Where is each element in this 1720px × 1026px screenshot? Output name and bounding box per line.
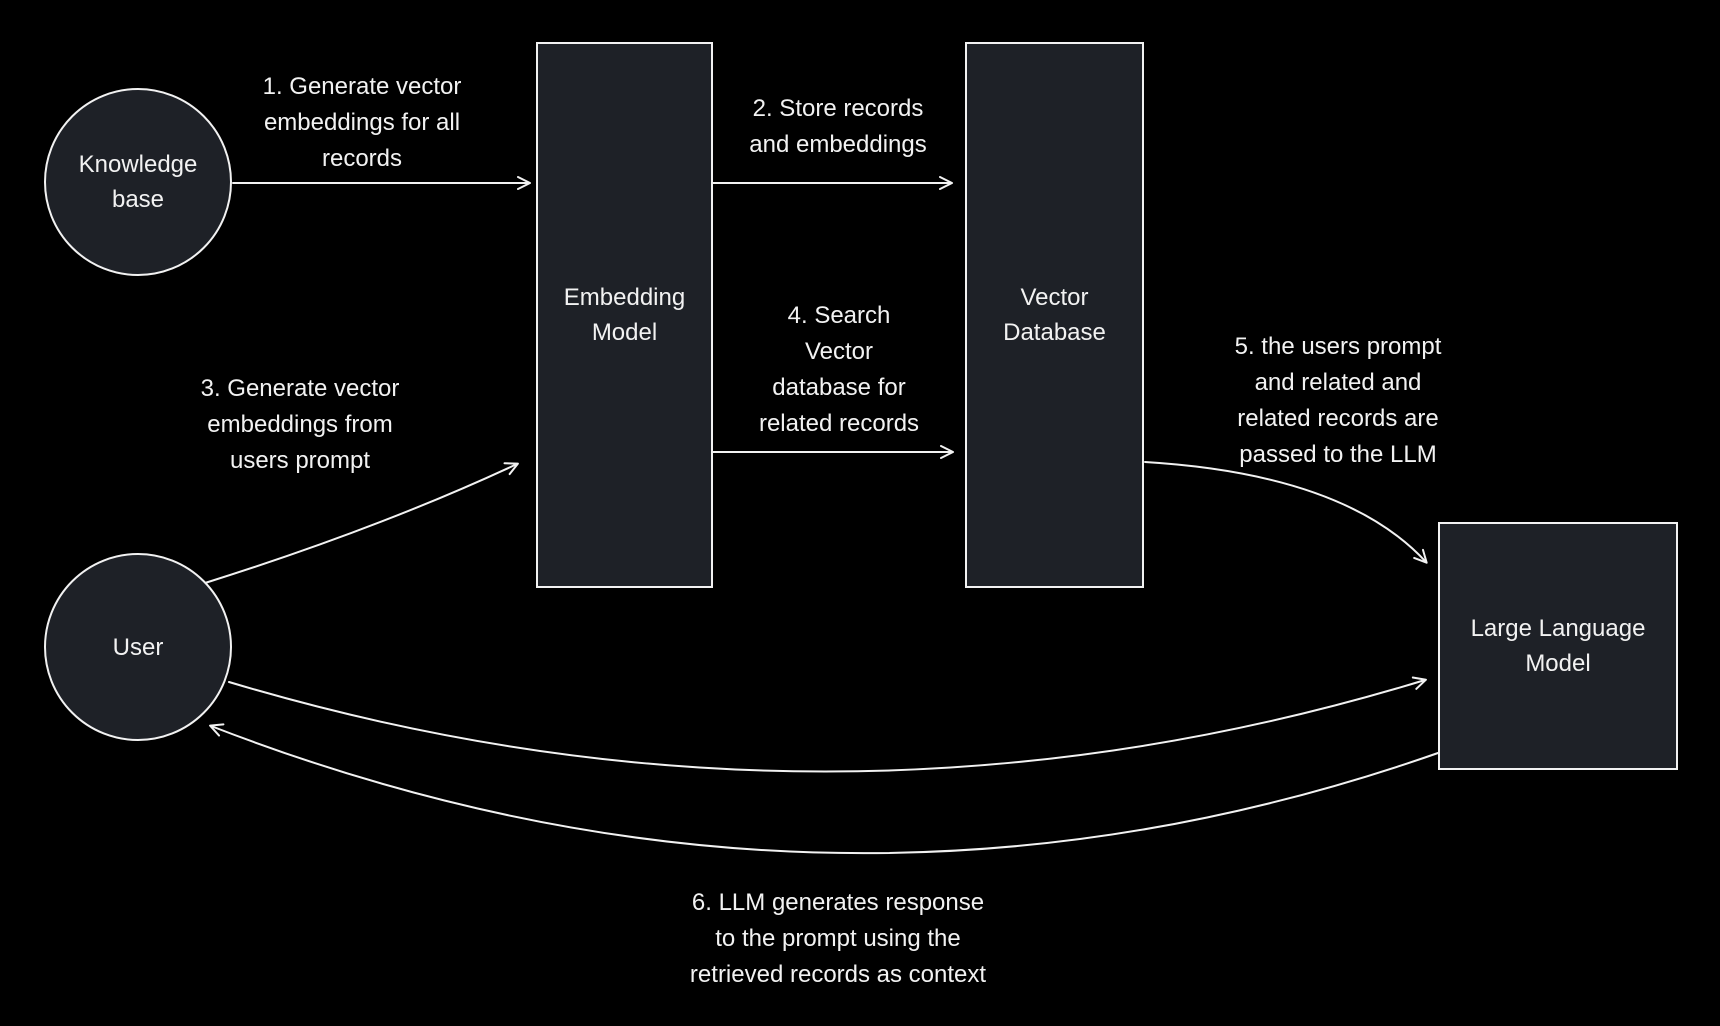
step3-label-line: 3. Generate vector: [200, 375, 400, 402]
step3-label-line: users prompt: [229, 447, 371, 474]
step1-label: 1. Generate vector embeddings for all re…: [263, 69, 462, 177]
arrow-user-to-llm: [228, 676, 1427, 773]
step4-label-line: related records: [758, 410, 920, 437]
arrow-step6-llm-to-user: [209, 723, 1439, 855]
arrow-step3-user-to-embedding: [204, 462, 519, 584]
step5-label-line: passed to the LLM: [1239, 441, 1437, 468]
step3-label: 3. Generate vector embeddings from users…: [201, 371, 400, 479]
step6-label-line: retrieved records as context: [689, 961, 987, 988]
vector-database-label-line: Database: [1003, 319, 1106, 346]
knowledge-base-label-line: base: [111, 186, 165, 213]
knowledge-base-node: Knowledge base: [44, 88, 232, 276]
step1-label-line: embeddings for all: [263, 109, 461, 136]
arrow-step5-vectordb-to-llm: [1144, 461, 1428, 564]
step5-label-line: and related and: [1254, 369, 1422, 396]
step4-label-line: Vector: [804, 338, 874, 365]
llm-label-line: Large Language: [1470, 615, 1646, 642]
embedding-model-label-line: Model: [591, 319, 658, 346]
step6-label-line: to the prompt using the: [715, 925, 961, 952]
large-language-model-node: Large Language Model: [1438, 522, 1678, 770]
user-label-line: User: [112, 633, 164, 661]
llm-label-line: Model: [1525, 650, 1591, 677]
vector-database-node: Vector Database: [965, 42, 1144, 588]
step2-label-line: 2. Store records: [752, 95, 924, 122]
user-node: User: [44, 553, 232, 741]
step5-label-line: related records are: [1237, 405, 1439, 432]
step1-label-line: records: [321, 145, 403, 172]
embedding-model-label-line: Embedding: [563, 284, 686, 311]
step6-label: 6. LLM generates response to the prompt …: [690, 885, 986, 993]
step2-label: 2. Store records and embeddings: [749, 91, 926, 163]
embedding-model-node: Embedding Model: [536, 42, 713, 588]
step4-label-line: 4. Search: [787, 302, 891, 329]
step4-label: 4. Search Vector database for related re…: [759, 298, 919, 442]
step1-label-line: 1. Generate vector: [262, 73, 462, 100]
step4-label-line: database for: [772, 374, 906, 401]
step5-label-line: 5. the users prompt: [1234, 333, 1442, 360]
vector-database-label-line: Vector: [1020, 284, 1089, 311]
step2-label-line: and embeddings: [749, 131, 927, 158]
knowledge-base-label-line: Knowledge: [78, 151, 198, 178]
step5-label: 5. the users prompt and related and rela…: [1235, 329, 1442, 473]
step3-label-line: embeddings from: [207, 411, 393, 438]
step6-label-line: 6. LLM generates response: [691, 889, 985, 916]
